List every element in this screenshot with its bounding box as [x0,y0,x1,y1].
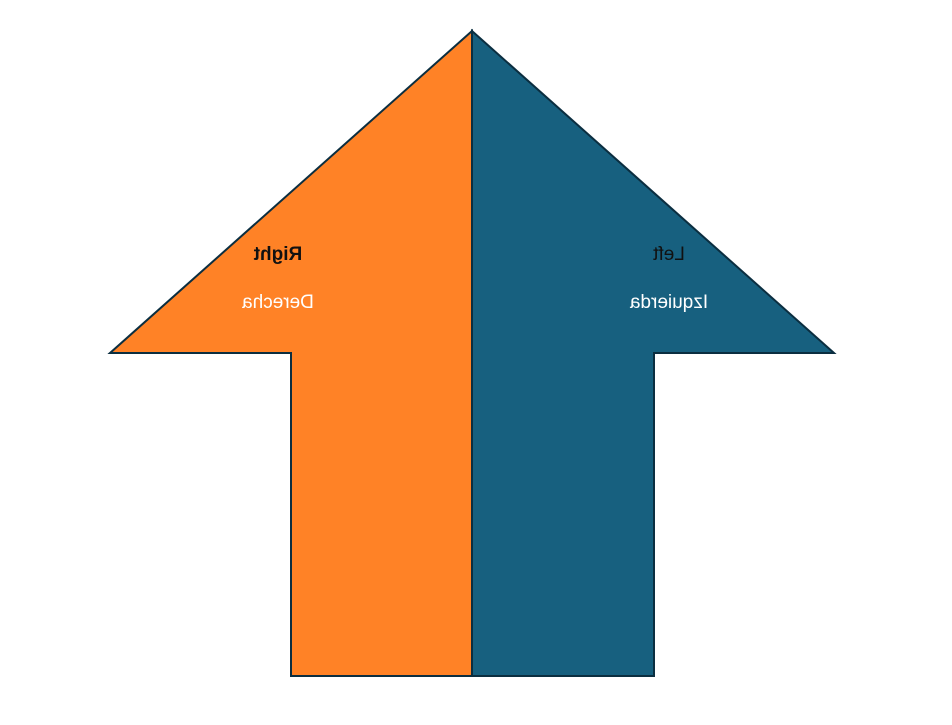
left-half-subtitle: Derecha [242,292,314,313]
arrow-right-half [471,28,837,677]
arrow-left-half [107,28,473,677]
right-half-subtitle: Izquierda [629,292,708,313]
left-half-title: Right [253,244,302,265]
right-half-title: Left [652,244,684,265]
